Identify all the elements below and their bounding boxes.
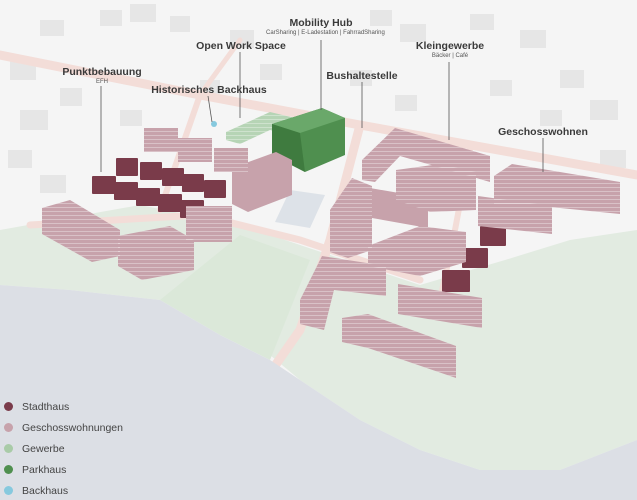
pond [275, 190, 325, 228]
punktbebauung-title: Punktbebauung [62, 66, 142, 78]
water [0, 285, 637, 500]
legend-item-stadthaus: Stadthaus [4, 396, 123, 417]
label-mobility-hub: Mobility Hub CarSharing | E-Ladestation … [266, 17, 385, 37]
legend-swatch-gewerbe [4, 444, 13, 453]
mobility-hub-subtitle: CarSharing | E-Ladestation | FahrradShar… [266, 30, 385, 36]
leader-lines [100, 40, 544, 172]
legend-label-gewerbe: Gewerbe [22, 442, 65, 455]
geschoss-floor-lines [42, 128, 620, 378]
bushaltestelle-title: Bushaltestelle [326, 70, 398, 82]
context-buildings [8, 4, 626, 193]
historisches-backhaus-title: Historisches Backhaus [151, 84, 267, 96]
legend-swatch-stadthaus [4, 402, 13, 411]
label-punktbebauung: Punktbebauung EFH [52, 66, 152, 86]
label-open-work-space: Open Work Space [186, 40, 296, 52]
legend-label-parkhaus: Parkhaus [22, 463, 67, 476]
mobility-hub-title: Mobility Hub [289, 17, 353, 29]
kleingewerbe-title: Kleingewerbe [415, 40, 485, 52]
legend-swatch-parkhaus [4, 465, 13, 474]
geschosswohnen-title: Geschosswohnen [498, 126, 588, 138]
label-kleingewerbe: Kleingewerbe Bäcker | Café [402, 40, 498, 60]
label-bushaltestelle: Bushaltestelle [316, 70, 408, 82]
mobility-hub-parkhaus [272, 108, 345, 172]
legend-item-parkhaus: Parkhaus [4, 459, 123, 480]
open-work-space-title: Open Work Space [196, 40, 286, 52]
legend-item-geschosswohnungen: Geschosswohnungen [4, 417, 123, 438]
legend-label-geschosswohnungen: Geschosswohnungen [22, 421, 123, 434]
legend-swatch-backhaus [4, 486, 13, 495]
legend-item-backhaus: Backhaus [4, 480, 123, 500]
punktbebauung-subtitle: EFH [96, 79, 108, 85]
kleingewerbe-subtitle: Bäcker | Café [431, 53, 469, 59]
legend-label-backhaus: Backhaus [22, 484, 69, 497]
label-historisches-backhaus: Historisches Backhaus [146, 84, 272, 96]
legend-swatch-geschosswohnungen [4, 423, 13, 432]
legend-item-gewerbe: Gewerbe [4, 438, 123, 459]
backhaus-marker [211, 121, 217, 127]
legend: Stadthaus Geschosswohnungen Gewerbe Park… [4, 396, 123, 500]
green-area-central [160, 235, 310, 360]
legend-label-stadthaus: Stadthaus [22, 400, 70, 413]
label-geschosswohnen: Geschosswohnen [493, 126, 593, 138]
